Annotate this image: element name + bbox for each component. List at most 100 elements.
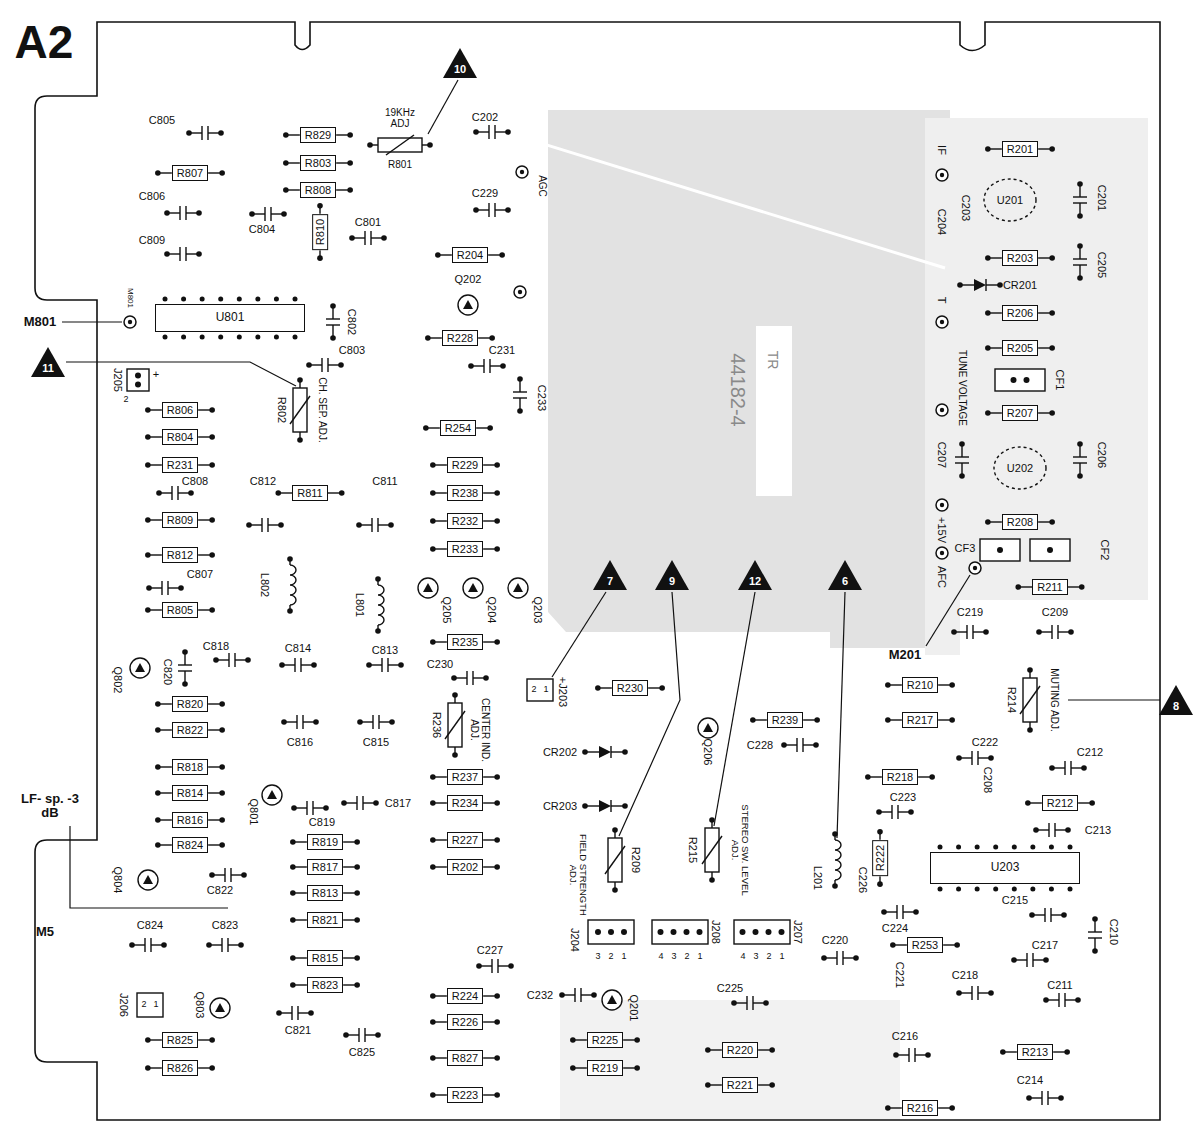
solder-pad: [164, 251, 170, 257]
solder-pad: [865, 774, 871, 780]
callout-triangle: [655, 560, 689, 590]
part-label: TR: [764, 351, 779, 370]
solder-pad: [188, 490, 194, 496]
part-label: +J203: [557, 677, 569, 707]
part-label: CR201: [1003, 279, 1037, 291]
solder-pad: [430, 490, 436, 496]
part-label: C801: [355, 216, 381, 228]
part-label: Q205: [441, 597, 453, 624]
solder-pad: [427, 142, 433, 148]
part-label: R220: [727, 1044, 753, 1056]
solder-pad: [1027, 727, 1033, 733]
part-label: C808: [182, 475, 208, 487]
solder-pad: [196, 251, 202, 257]
solder-pad: [1049, 146, 1055, 152]
part-label: MUTING ADJ.: [1049, 668, 1060, 731]
solder-pad: [1092, 916, 1098, 922]
diode-symbol: [599, 800, 611, 812]
capacitor-symbol: [1073, 456, 1087, 457]
solder-pad: [163, 335, 168, 340]
part-label: M5: [36, 925, 54, 939]
capacitor-symbol: [297, 1006, 298, 1020]
resistor-symbol: R829: [300, 127, 336, 143]
solder-pad: [473, 207, 479, 213]
part-label: C222: [972, 736, 998, 748]
solder-pad: [330, 303, 336, 309]
part-label: C224: [882, 922, 908, 934]
solder-pad: [219, 817, 225, 823]
capacitor-symbol: [1057, 625, 1058, 639]
resistor-symbol: R237: [447, 769, 483, 785]
connector-block: [137, 993, 163, 1017]
resistor-symbol: R218: [882, 769, 918, 785]
solder-pad: [338, 362, 344, 368]
capacitor-symbol: [306, 801, 307, 815]
capacitor-symbol: [161, 581, 162, 595]
part-label: R806: [167, 404, 193, 416]
transistor-symbol: [135, 663, 145, 672]
resistor-symbol: R207: [1002, 405, 1038, 421]
part-label: 2: [123, 395, 128, 405]
board-marking: [756, 326, 792, 496]
solder-pad: [779, 929, 785, 935]
capacitor-symbol: [228, 653, 229, 667]
solder-pad: [1077, 243, 1083, 249]
capacitor-symbol: [185, 206, 186, 220]
resistor-symbol: R221: [722, 1077, 758, 1093]
capacitor-symbol: [802, 738, 803, 752]
capacitor-symbol: [955, 456, 969, 457]
part-label: TUNE VOLTAGE: [957, 350, 968, 426]
capacitor-symbol: [1032, 953, 1033, 967]
solder-pad: [1047, 547, 1053, 553]
part-label: U203: [991, 860, 1020, 874]
solder-pad: [612, 887, 618, 893]
capacitor-symbol: [902, 905, 903, 919]
part-label: LF- sp. -3 dB: [21, 792, 79, 821]
capacitor-symbol: [372, 715, 373, 729]
part-label: Q804: [112, 867, 124, 894]
part-label: Q203: [532, 597, 544, 624]
solder-pad: [494, 1019, 500, 1025]
solder-pad: [354, 955, 360, 961]
resistor-symbol: R217: [902, 712, 938, 728]
capacitor-symbol: [1054, 823, 1055, 837]
solder-pad: [1030, 845, 1035, 850]
capacitor-symbol: [171, 486, 172, 500]
solder-pad: [375, 628, 381, 634]
part-label: +: [153, 368, 159, 380]
resistor-symbol: R817: [307, 859, 343, 875]
capacitor-symbol: [971, 751, 972, 765]
solder-pad: [182, 681, 188, 687]
transistor-symbol: [458, 295, 478, 315]
solder-pad: [520, 170, 524, 174]
part-label: R820: [177, 698, 203, 710]
solder-pad: [489, 335, 495, 341]
solder-pad: [163, 297, 168, 302]
solder-pad: [237, 297, 242, 302]
part-label: R239: [772, 714, 798, 726]
copper-gap: [440, 112, 945, 268]
solder-pad: [349, 235, 355, 241]
solder-pad: [877, 881, 883, 887]
board-outline: [35, 22, 1160, 1120]
resistor-symbol: R812: [162, 547, 198, 563]
capacitor-symbol: [472, 671, 473, 685]
part-label: R815: [312, 952, 338, 964]
callout-number: 8: [1158, 699, 1194, 713]
solder-pad: [956, 845, 961, 850]
solder-pad: [608, 929, 614, 935]
part-label: CR202: [543, 746, 577, 758]
resistor-symbol: R809: [162, 512, 198, 528]
solder-pad: [209, 1037, 215, 1043]
test-point: [514, 286, 526, 298]
callout-triangle: [738, 560, 772, 590]
part-label: C227: [477, 944, 503, 956]
capacitor-symbol: [321, 358, 322, 372]
solder-pad: [876, 809, 882, 815]
capacitor-symbol: [580, 988, 581, 1002]
capacitor-symbol: [1064, 761, 1065, 775]
solder-pad: [925, 1052, 931, 1058]
capacitor-symbol: [291, 1006, 292, 1020]
solder-pad: [885, 717, 891, 723]
solder-pad: [622, 803, 628, 809]
